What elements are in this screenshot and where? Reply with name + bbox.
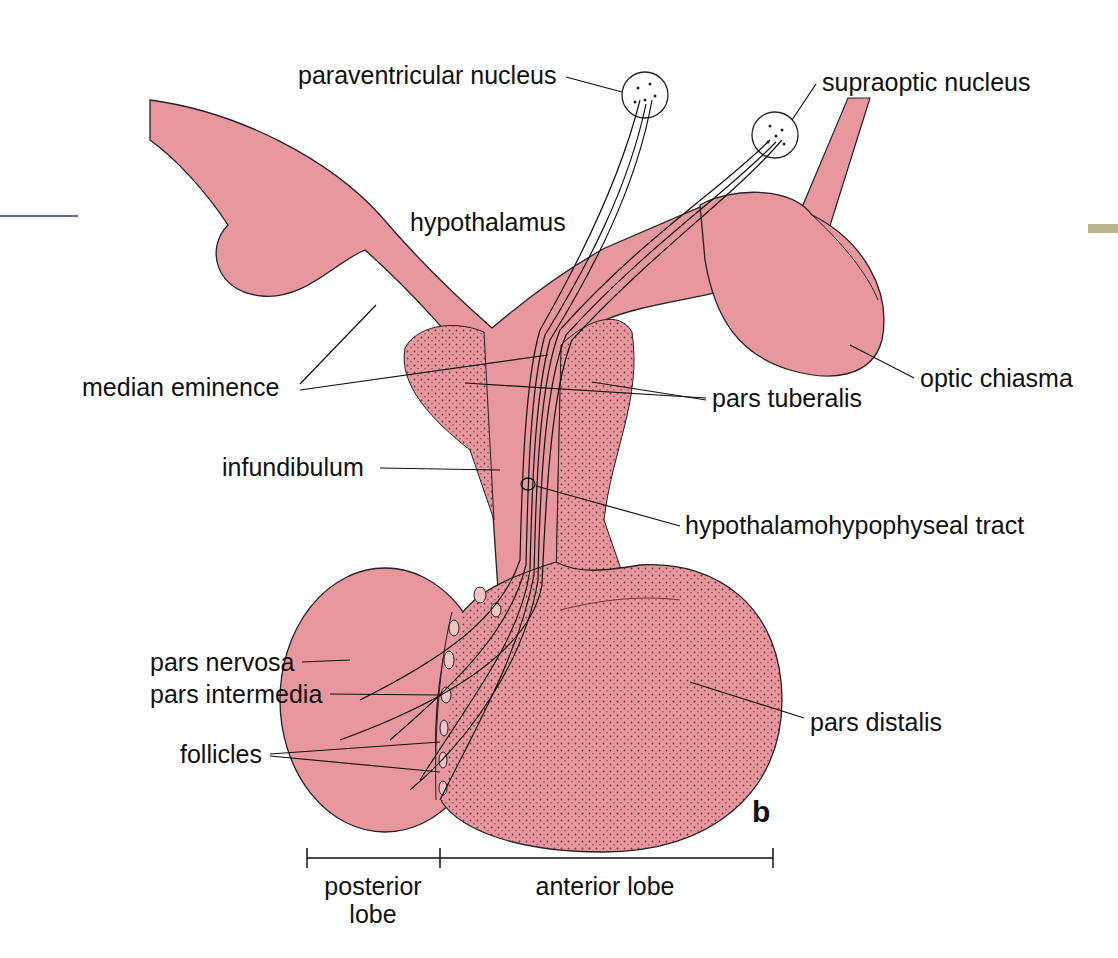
structure-label: follicles: [180, 740, 262, 768]
tract-marker: [521, 478, 535, 490]
follicle: [449, 620, 459, 636]
slide-rule: [0, 215, 78, 217]
structure-label: pars tuberalis: [712, 384, 862, 412]
pars-tuberalis-shape: [556, 319, 634, 578]
follicle: [439, 752, 447, 768]
panel-letter: b: [752, 796, 770, 828]
follicle: [444, 651, 454, 669]
slide-rule: [1088, 224, 1118, 233]
leader-lines: [270, 77, 914, 772]
structure-label: hypothalamohypophyseal tract: [685, 511, 1024, 539]
follicle: [491, 603, 501, 617]
pars-intermedia-shape: [442, 612, 458, 800]
follicle: [440, 720, 448, 736]
optic-tract-shape: [800, 98, 870, 232]
hypothalamus-shape: [150, 100, 725, 590]
region-label: hypothalamus: [410, 208, 566, 236]
structure-label: pars nervosa: [150, 648, 295, 676]
structure-label: paraventricular nucleus: [298, 61, 556, 89]
structure-label: pars intermedia: [150, 680, 322, 708]
structure-label: optic chiasma: [920, 364, 1073, 392]
lobe-label: posterior lobe: [318, 872, 428, 928]
lobe-label: anterior lobe: [536, 872, 675, 900]
structure-label: median eminence: [82, 373, 279, 401]
pars-tuberalis-shape: [404, 325, 494, 520]
structure-label: supraoptic nucleus: [822, 68, 1030, 96]
neuron-dots: [634, 83, 786, 146]
pars-distalis-shape: [436, 562, 782, 852]
structure-label: infundibulum: [222, 453, 364, 481]
lobe-bracket: [307, 848, 773, 868]
follicle: [474, 587, 486, 603]
cleft-line: [560, 598, 680, 610]
optic-chiasma-edge: [812, 215, 878, 300]
structure-label: pars distalis: [810, 708, 942, 736]
